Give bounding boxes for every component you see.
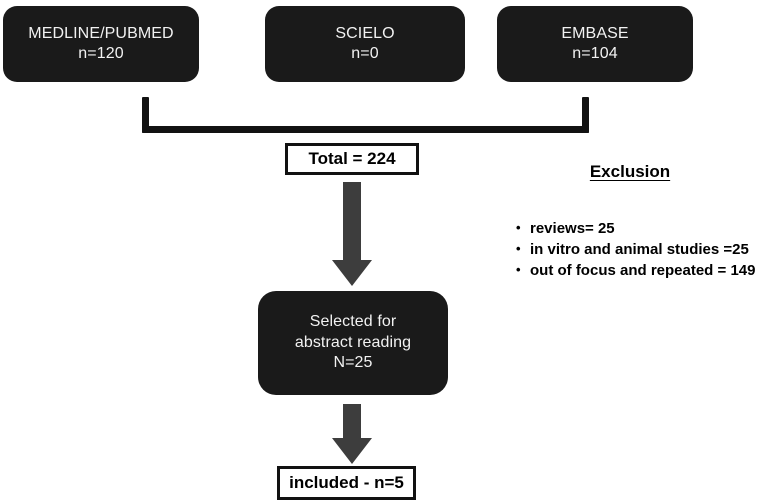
source-count-embase: n=104 <box>572 45 618 62</box>
selected-line-1: Selected for <box>309 313 397 331</box>
included-studies-label: included - n=5 <box>289 473 404 492</box>
exclusion-title: Exclusion <box>589 162 671 181</box>
source-name-scielo: SCIELO <box>335 24 395 42</box>
exclusion-item: out of focus and repeated = 149 <box>516 259 760 281</box>
source-box-medline: MEDLINE/PUBMED n=120 <box>3 6 199 82</box>
source-count-scielo: n=0 <box>351 45 379 62</box>
exclusion-item: reviews= 25 <box>516 217 760 239</box>
arrow-total-to-selected <box>331 182 373 286</box>
exclusion-reason-list: reviews= 25 in vitro and animal studies … <box>508 217 760 281</box>
total-records-box: Total = 224 <box>285 143 419 175</box>
exclusion-panel: Exclusion reviews= 25 in vitro and anima… <box>508 162 760 281</box>
source-box-scielo: SCIELO n=0 <box>265 6 465 82</box>
source-count-medline: n=120 <box>78 45 124 62</box>
merge-bracket-right-stem <box>582 97 589 133</box>
arrow-selected-to-included <box>331 404 373 464</box>
merge-bracket-left-stem <box>142 97 149 133</box>
source-name-medline: MEDLINE/PUBMED <box>28 24 174 42</box>
source-name-embase: EMBASE <box>561 24 629 42</box>
selected-line-2: abstract reading <box>294 333 412 351</box>
arrow-head <box>332 438 372 464</box>
source-box-embase: EMBASE n=104 <box>497 6 693 82</box>
exclusion-item: in vitro and animal studies =25 <box>516 238 760 260</box>
arrow-shaft <box>343 182 361 262</box>
selected-line-3: N=25 <box>333 354 373 372</box>
total-records-label: Total = 224 <box>308 149 396 168</box>
included-studies-box: included - n=5 <box>277 466 416 500</box>
merge-bracket-crossbar <box>142 126 589 133</box>
arrow-shaft <box>343 404 361 440</box>
arrow-head <box>332 260 372 286</box>
selected-for-abstract-reading-box: Selected for abstract reading N=25 <box>258 291 448 395</box>
